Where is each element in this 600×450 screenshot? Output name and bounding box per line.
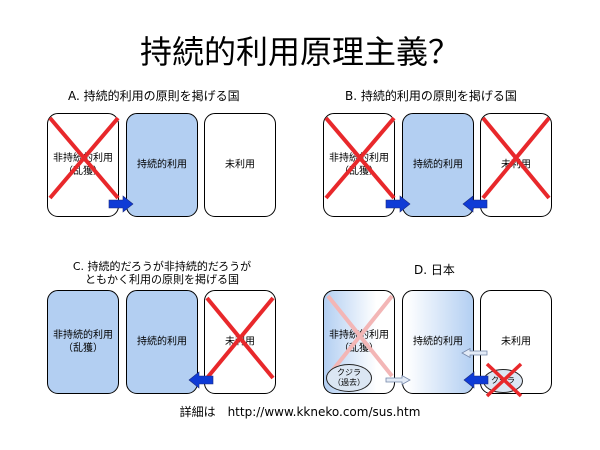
whale-label-line: クジラ bbox=[491, 376, 515, 385]
box-sustainable-use: 持続的利用 bbox=[402, 113, 474, 217]
box-label: 持続的利用 bbox=[403, 336, 473, 349]
box-label: 持続的利用 bbox=[403, 159, 473, 172]
box-label-line: 未利用 bbox=[225, 336, 255, 348]
box-sustainable-use: 持続的利用 bbox=[126, 290, 198, 394]
panel-label: B. 持続的利用の原則を掲げる国 bbox=[345, 89, 517, 103]
box-label: 未利用 bbox=[481, 336, 551, 349]
box-label-line: 非持続的利用 bbox=[329, 153, 389, 164]
box-unused: 未利用 bbox=[204, 290, 276, 394]
box-label: 非持続的利用 （乱獲） bbox=[48, 329, 118, 355]
whale-ellipse: クジラ bbox=[483, 369, 523, 393]
panel-label-line: B. 持続的利用の原則を掲げる国 bbox=[345, 89, 517, 103]
box-label: 非持続的利用 （乱獲） bbox=[324, 329, 394, 355]
box-label-line: 持続的利用 bbox=[137, 159, 187, 171]
box-label: 持続的利用 bbox=[127, 336, 197, 349]
footer-text: 詳細は http://www.kkneko.com/sus.htm bbox=[179, 405, 421, 419]
box-label: 非持続的利用 （乱獲） bbox=[48, 152, 118, 178]
panel-b: B. 持続的利用の原則を掲げる国 非持続的利用 （乱獲） 持続的利用 未利用 bbox=[316, 86, 561, 222]
panel-label: A. 持続的利用の原則を掲げる国 bbox=[68, 89, 240, 103]
panel-label-line: A. 持続的利用の原則を掲げる国 bbox=[68, 89, 240, 103]
box-unused: 未利用 bbox=[204, 113, 276, 217]
whale-label-line: （過去） bbox=[333, 378, 365, 387]
box-unsustainable-use: 非持続的利用 （乱獲） bbox=[47, 290, 119, 394]
box-label-line: 持続的利用 bbox=[137, 336, 187, 348]
page-title: 持続的利用原理主義？ bbox=[139, 33, 460, 71]
panel-d: D. 日本 非持続的利用 （乱獲） 持続的利用 未利用 クジラ （過去） bbox=[316, 263, 561, 399]
box-label: 未利用 bbox=[481, 159, 551, 172]
box-label-line: 未利用 bbox=[225, 159, 255, 171]
box-label: 持続的利用 bbox=[127, 159, 197, 172]
panel-label-line: C. 持続的だろうが非持続的だろうが bbox=[72, 260, 252, 273]
box-label-line: 持続的利用 bbox=[413, 159, 463, 171]
box-label-line: （乱獲） bbox=[339, 343, 379, 354]
panel-label-line: D. 日本 bbox=[414, 263, 455, 277]
box-sustainable-use: 持続的利用 bbox=[402, 290, 474, 394]
panel-c: C. 持続的だろうが非持続的だろうが ともかく利用の原則を掲げる国 非持続的利用… bbox=[40, 260, 285, 399]
box-label: 未利用 bbox=[205, 159, 275, 172]
box-label-line: （乱獲） bbox=[339, 166, 379, 177]
whale-past-ellipse: クジラ （過去） bbox=[326, 364, 372, 392]
box-label-line: 持続的利用 bbox=[413, 336, 463, 348]
box-unused: 未利用 bbox=[480, 113, 552, 217]
panel-label: D. 日本 bbox=[414, 263, 455, 277]
box-unsustainable-use: 非持続的利用 （乱獲） bbox=[323, 113, 395, 217]
box-label-line: （乱獲） bbox=[63, 166, 103, 177]
box-label: 非持続的利用 （乱獲） bbox=[324, 152, 394, 178]
panel-label: C. 持続的だろうが非持続的だろうが ともかく利用の原則を掲げる国 bbox=[62, 260, 262, 286]
box-unsustainable-use: 非持続的利用 （乱獲） bbox=[47, 113, 119, 217]
box-label-line: 非持続的利用 bbox=[53, 153, 113, 164]
box-label-line: 未利用 bbox=[501, 159, 531, 171]
panel-label-line: ともかく利用の原則を掲げる国 bbox=[85, 273, 239, 286]
box-sustainable-use: 持続的利用 bbox=[126, 113, 198, 217]
box-label-line: （乱獲） bbox=[63, 343, 103, 354]
panel-a: A. 持続的利用の原則を掲げる国 非持続的利用 （乱獲） 持続的利用 未利用 bbox=[40, 86, 285, 222]
box-label-line: 非持続的利用 bbox=[53, 330, 113, 341]
box-label: 未利用 bbox=[205, 336, 275, 349]
box-label-line: 未利用 bbox=[501, 336, 531, 348]
box-label-line: 非持続的利用 bbox=[329, 330, 389, 341]
whale-label-line: クジラ bbox=[337, 368, 361, 377]
